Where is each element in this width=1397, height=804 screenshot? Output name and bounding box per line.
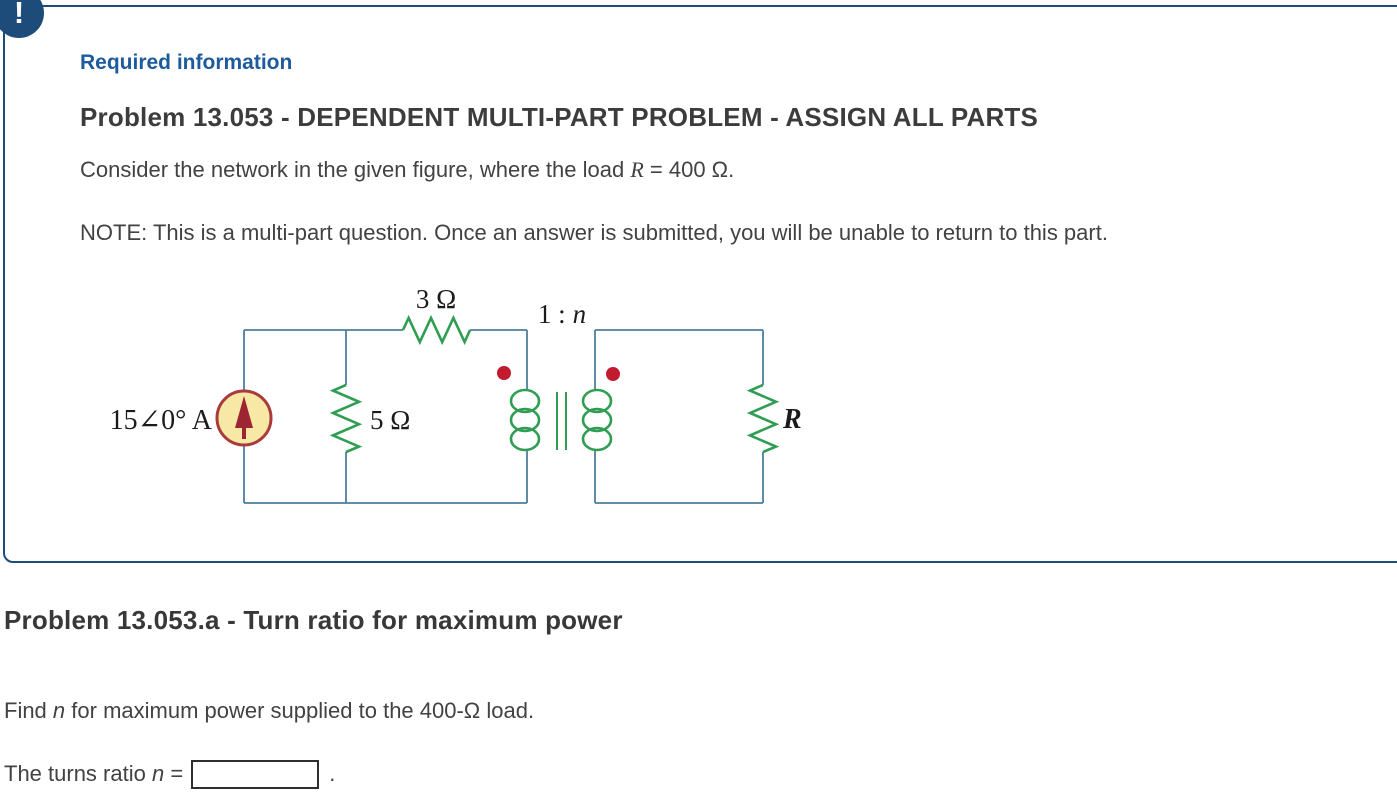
- label-load-R: R: [782, 404, 802, 435]
- intro-variable-R: R: [630, 157, 644, 182]
- transformer-core: [556, 392, 567, 450]
- polarity-dot-primary: [497, 366, 511, 380]
- answer-row: The turns ratio n = .: [4, 756, 335, 792]
- polarity-dot-secondary: [606, 367, 620, 381]
- circuit-figure: 3 Ω 1 :n 5 Ω 15∠0° A R: [110, 284, 802, 504]
- answer-equals: =: [164, 761, 184, 786]
- find-variable-n: n: [52, 698, 66, 723]
- label-3ohm: 3 Ω: [416, 284, 456, 314]
- label-current-source: 15∠0° A: [110, 405, 213, 436]
- resistor-load: [746, 383, 780, 454]
- label-turns-ratio: 1 :n: [538, 299, 586, 329]
- required-info-panel: [3, 5, 1397, 563]
- resistor-5ohm: [329, 383, 363, 454]
- circuit-wires: [243, 329, 764, 504]
- transformer-primary-coil: [509, 388, 541, 452]
- find-text: Find: [4, 698, 53, 723]
- answer-variable-n: n: [151, 761, 165, 786]
- transformer-secondary-coil: [581, 388, 613, 452]
- turns-ratio-input[interactable]: [191, 759, 320, 789]
- part-a-heading: Problem 13.053.a - Turn ratio for maximu…: [4, 605, 623, 635]
- problem-title: Problem 13.053 - DEPENDENT MULTI-PART PR…: [80, 102, 1039, 132]
- intro-value: = 400 Ω.: [643, 157, 735, 182]
- label-5ohm: 5 Ω: [370, 405, 410, 435]
- answer-label: The turns ratio: [4, 761, 152, 786]
- multipart-note: NOTE: This is a multi-part question. Onc…: [80, 220, 1108, 245]
- problem-intro: Consider the network in the given figure…: [80, 157, 734, 183]
- find-instruction: Find n for maximum power supplied to the…: [4, 698, 534, 724]
- resistor-3ohm: [401, 314, 472, 346]
- required-info-label: Required information: [80, 51, 293, 74]
- find-suffix: for maximum power supplied to the 400-Ω …: [65, 698, 535, 723]
- answer-period: .: [329, 761, 336, 786]
- current-source: [215, 389, 273, 447]
- alert-exclamation-icon: !: [0, 0, 44, 38]
- intro-text: Consider the network in the given figure…: [80, 157, 631, 182]
- current-source-arrow-head: [235, 396, 253, 428]
